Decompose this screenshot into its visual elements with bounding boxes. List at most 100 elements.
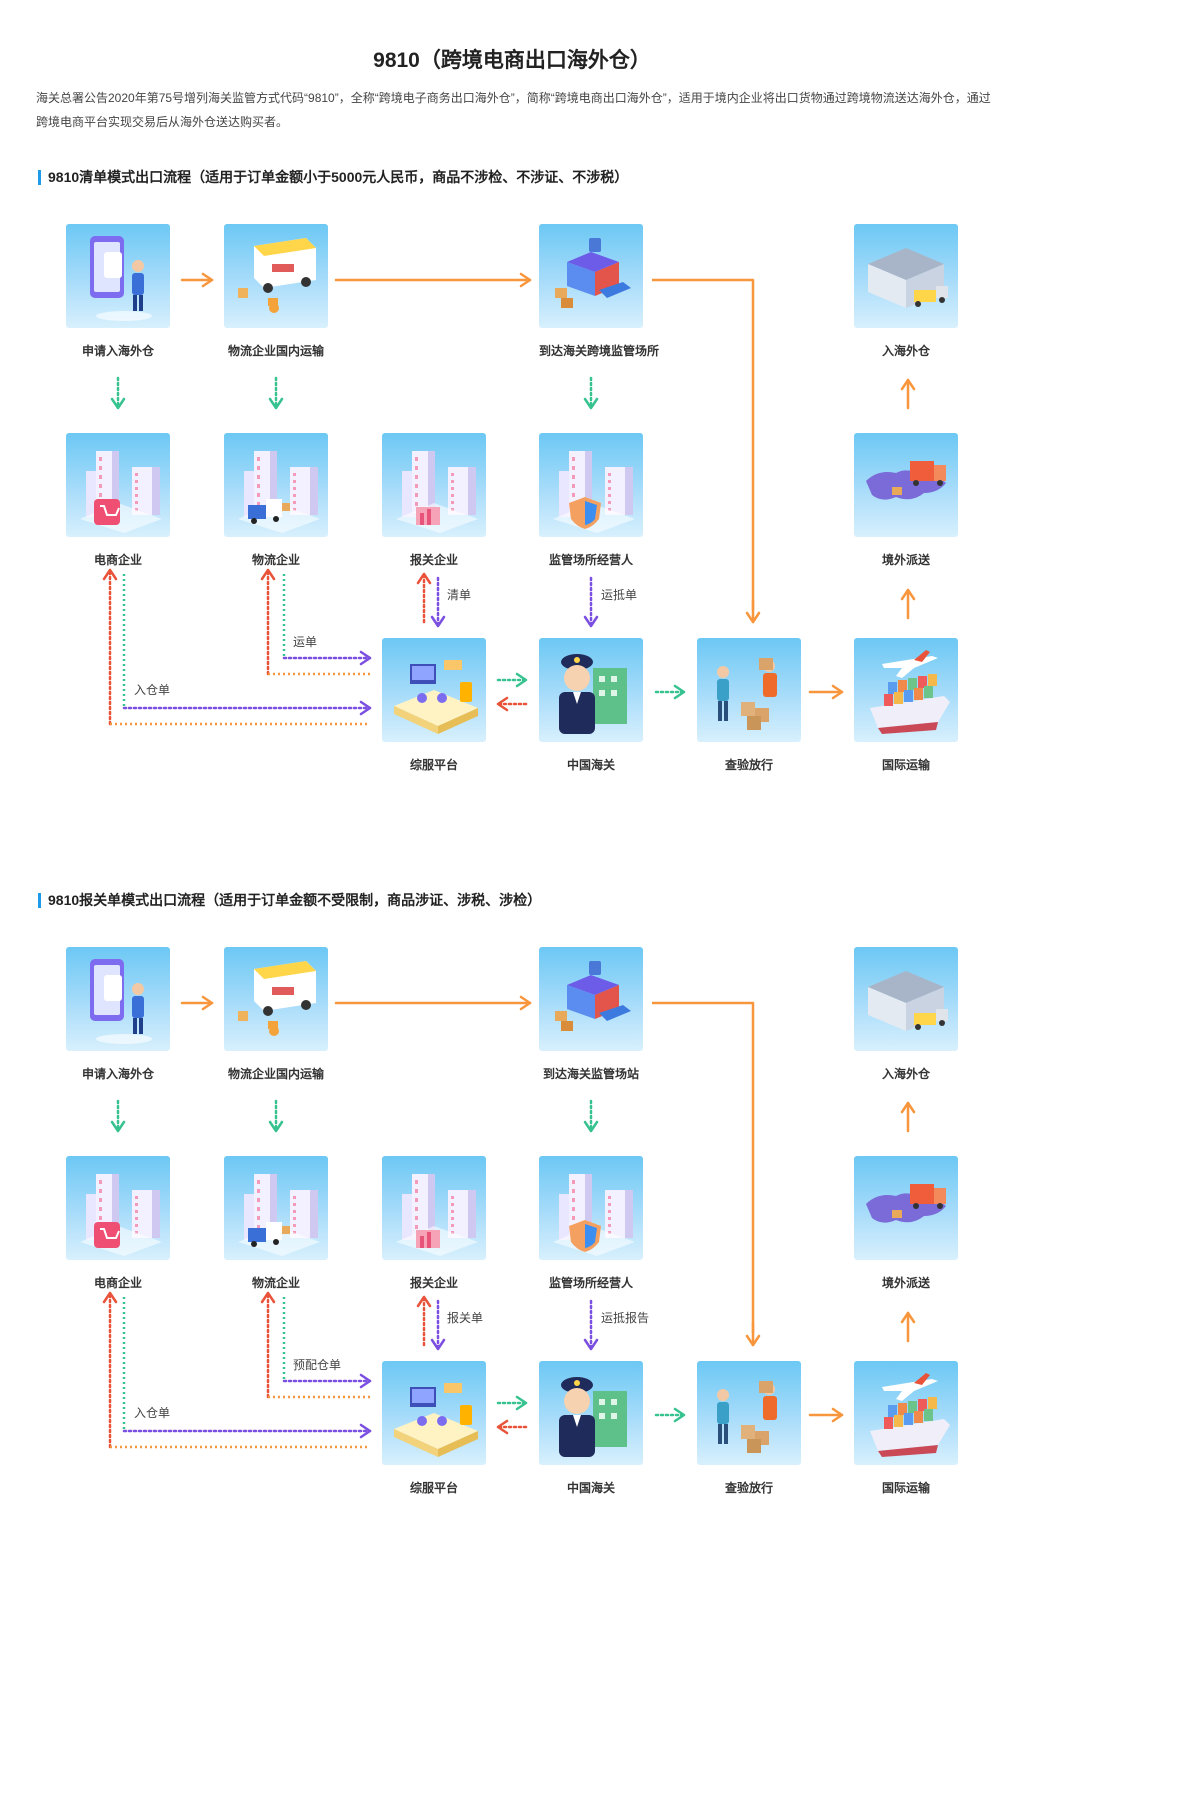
node-label: 物流企业国内运输 <box>227 344 324 358</box>
map-truck-icon <box>854 433 958 537</box>
buildings-shield-icon <box>539 1156 643 1260</box>
arrow-down-1 <box>110 1099 126 1133</box>
arrow-platform-to-ecommerce <box>102 568 118 726</box>
node-logistics-company: 物流企业 <box>224 433 328 568</box>
buildings-shield-icon <box>539 433 643 537</box>
node-enter-overseas: 入海外仓 <box>854 947 958 1082</box>
node-inspection-release: 查验放行 <box>697 638 801 773</box>
arrow-head-inspection <box>745 1321 761 1347</box>
arrow-delivery-to-warehouse <box>900 378 916 410</box>
inspection-workers-icon <box>697 638 801 742</box>
node-label: 境外派送 <box>881 553 930 567</box>
arrow-inspection-to-intl <box>808 684 844 700</box>
node-declaration-company: 报关企业 <box>382 1156 486 1291</box>
node-logistics-company: 物流企业 <box>224 1156 328 1291</box>
flow-label-waybill: 运单 <box>293 635 317 649</box>
service-platform-icon <box>382 638 486 742</box>
node-overseas-delivery: 境外派送 <box>854 433 958 568</box>
service-platform-icon <box>382 1361 486 1465</box>
arrow-customs-to-inspection-row <box>654 684 686 700</box>
customs-station-icon <box>539 947 643 1051</box>
node-label: 申请入海外仓 <box>81 344 154 358</box>
buildings-truck-icon <box>224 1156 328 1260</box>
arrow-declaration-to-platform <box>430 576 446 628</box>
node-label: 境外派送 <box>881 1276 930 1290</box>
node-label: 中国海关 <box>566 758 615 772</box>
node-label: 物流企业 <box>251 553 300 567</box>
node-logistics-transport: 物流企业国内运输 <box>224 224 328 359</box>
node-apply: 申请入海外仓 <box>66 947 170 1082</box>
node-platform: 综服平台 <box>382 638 486 773</box>
arrow-down-3 <box>583 376 599 410</box>
node-overseas-delivery: 境外派送 <box>854 1156 958 1291</box>
node-inspection-release: 查验放行 <box>697 1361 801 1496</box>
flow-label-warehouse: 入仓单 <box>134 1406 170 1420</box>
warehouse-icon <box>854 947 958 1051</box>
arrow-inspection-to-intl <box>808 1407 844 1423</box>
flow-label-declaration: 清单 <box>447 588 471 602</box>
node-declaration-company: 报关企业 <box>382 433 486 568</box>
arrow-platform-to-customs <box>496 672 528 688</box>
node-label: 综服平台 <box>409 758 458 772</box>
node-label: 物流企业国内运输 <box>227 1067 324 1081</box>
customs-station-icon <box>539 224 643 328</box>
phone-person-icon <box>66 224 170 328</box>
delivery-truck-icon <box>224 947 328 1051</box>
arrow-down-1 <box>110 376 126 410</box>
map-truck-icon <box>854 1156 958 1260</box>
arrow-logistics-to-platform <box>282 650 372 666</box>
arrow-ecommerce-to-platform <box>122 700 372 716</box>
flow-label-warehouse: 入仓单 <box>134 683 170 697</box>
arrow-customs-to-platform <box>496 696 528 712</box>
arrow-transport-to-customs <box>334 272 532 288</box>
customs-officer-icon <box>539 1361 643 1465</box>
node-label: 电商企业 <box>93 553 142 567</box>
warehouse-icon <box>854 224 958 328</box>
section-title-1: 9810清单模式出口流程（适用于订单金额小于5000元人民币，商品不涉检、不涉证… <box>38 170 628 185</box>
arrow-logistics-to-platform <box>282 1373 372 1389</box>
flow-label-arrival: 运抵单 <box>601 588 637 602</box>
node-label: 国际运输 <box>881 758 930 772</box>
node-ecommerce: 电商企业 <box>66 1156 170 1291</box>
arrow-operator-to-customs <box>583 1299 599 1351</box>
node-enter-overseas: 入海外仓 <box>854 224 958 359</box>
inspection-workers-icon <box>697 1361 801 1465</box>
buildings-chart-icon <box>382 433 486 537</box>
arrow-customs-to-platform <box>496 1419 528 1435</box>
node-china-customs: 中国海关 <box>539 638 643 773</box>
delivery-truck-icon <box>224 224 328 328</box>
arrow-down-2 <box>268 376 284 410</box>
plane-ship-icon <box>854 1361 958 1465</box>
node-arrive-customs: 到达海关监管场站 <box>539 947 643 1082</box>
node-label: 国际运输 <box>881 1481 930 1495</box>
buildings-chart-icon <box>382 1156 486 1260</box>
arrow-platform-to-logistics <box>260 1291 276 1399</box>
node-label: 查验放行 <box>724 1481 773 1495</box>
page-title: 9810（跨境电商出口海外仓） <box>373 49 651 72</box>
node-label: 到达海关监管场站 <box>542 1067 639 1081</box>
arrow-platform-to-declaration <box>416 1295 432 1347</box>
arrow-platform-to-ecommerce <box>102 1291 118 1449</box>
node-supervision-operator: 监管场所经营人 <box>539 433 643 568</box>
node-label: 综服平台 <box>409 1481 458 1495</box>
arrow-customs-to-inspection <box>652 278 755 610</box>
node-arrive-customs: 到达海关跨境监管场所 <box>539 224 660 359</box>
node-label: 监管场所经营人 <box>548 1276 633 1290</box>
customs-officer-icon <box>539 638 643 742</box>
buildings-cart-icon <box>66 1156 170 1260</box>
arrow-ecommerce-to-platform <box>122 1423 372 1439</box>
node-label: 入海外仓 <box>881 344 930 358</box>
node-label: 到达海关跨境监管场所 <box>539 344 660 358</box>
intro-text: 海关总署公告2020年第75号增列海关监管方式代码“9810”，全称“跨境电子商… <box>36 91 991 129</box>
node-apply: 申请入海外仓 <box>66 224 170 359</box>
buildings-truck-icon <box>224 433 328 537</box>
arrow-customs-to-inspection <box>652 1001 755 1333</box>
node-logistics-transport: 物流企业国内运输 <box>224 947 328 1082</box>
node-label: 监管场所经营人 <box>548 553 633 567</box>
arrow-declaration-to-platform <box>430 1299 446 1351</box>
arrow-platform-to-declaration <box>416 572 432 624</box>
node-china-customs: 中国海关 <box>539 1361 643 1496</box>
node-label: 电商企业 <box>93 1276 142 1290</box>
flow-label-waybill: 预配仓单 <box>293 1358 341 1372</box>
